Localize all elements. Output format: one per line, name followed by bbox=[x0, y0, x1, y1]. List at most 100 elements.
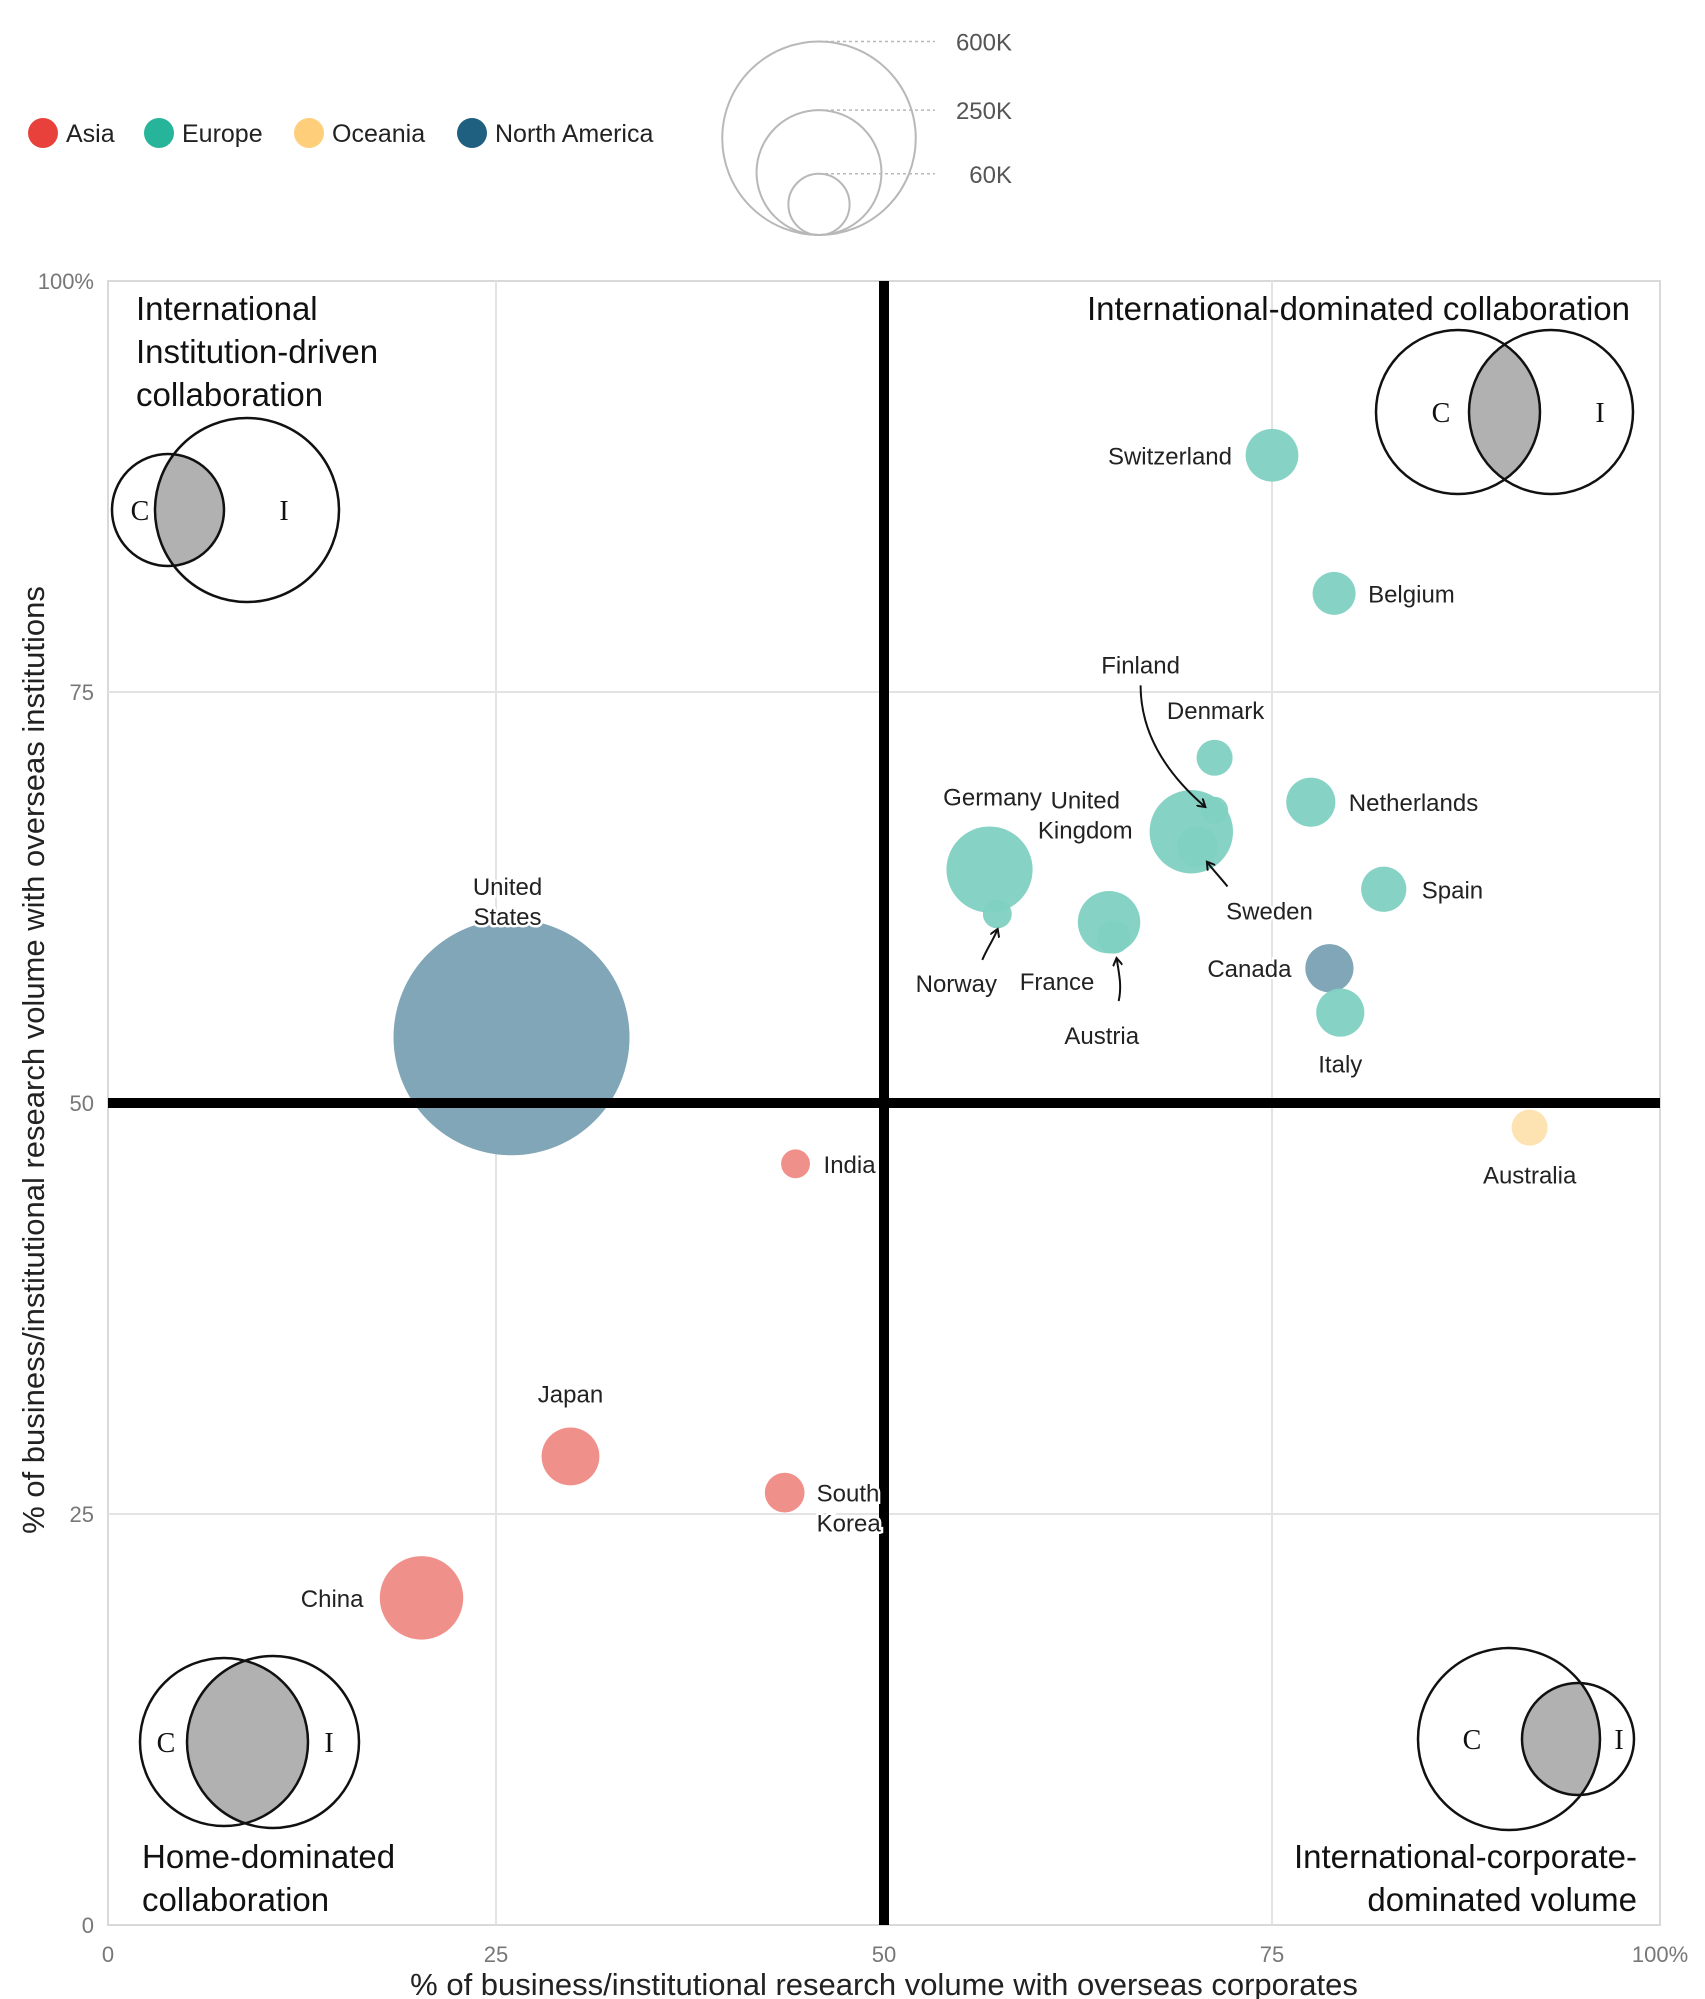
country-label-japan: Japan bbox=[535, 1379, 605, 1411]
quadrant-label: collaboration bbox=[136, 376, 323, 413]
quadrant-label: collaboration bbox=[142, 1881, 329, 1918]
venn-label-c: C bbox=[157, 1728, 176, 1759]
country-label-line: Kingdom bbox=[1038, 818, 1133, 845]
country-label-netherlands: Netherlands bbox=[1346, 788, 1480, 820]
country-label-line: China bbox=[301, 1586, 364, 1613]
leader-arrow-finland bbox=[1139, 685, 1205, 806]
bubble-germany bbox=[946, 826, 1033, 913]
legend-label: Europe bbox=[182, 120, 263, 148]
venn-circle-i bbox=[153, 416, 341, 604]
size-legend-circle bbox=[721, 40, 917, 237]
size-legend-label: 250K bbox=[956, 98, 1012, 125]
bubble-india bbox=[781, 1149, 810, 1179]
bubble-united-states bbox=[393, 919, 630, 1156]
country-label-line: Germany bbox=[943, 785, 1042, 812]
country-label-finland: Finland bbox=[1099, 650, 1183, 682]
venn-overlap bbox=[187, 1658, 308, 1826]
country-label-line: Italy bbox=[1318, 1052, 1362, 1079]
quadrant-label: Home-dominated bbox=[142, 1838, 395, 1875]
country-label-australia: Australia bbox=[1480, 1160, 1579, 1192]
legend-swatch bbox=[144, 118, 174, 148]
leader-arrow-austria bbox=[1117, 959, 1120, 1002]
country-label-belgium: Belgium bbox=[1366, 579, 1458, 611]
venn-overlap bbox=[1522, 1683, 1600, 1795]
quadrant-label: International-dominated collaboration bbox=[1087, 290, 1630, 327]
bubble-spain bbox=[1361, 866, 1407, 912]
venn-label-i: I bbox=[324, 1728, 333, 1759]
bubble-australia bbox=[1511, 1109, 1548, 1146]
quadrant-label: dominated volume bbox=[1367, 1881, 1637, 1918]
country-label-line: Sweden bbox=[1226, 899, 1313, 926]
country-label-line: South bbox=[817, 1481, 880, 1508]
reference-lines bbox=[108, 281, 1660, 1925]
country-label-india: India bbox=[821, 1149, 879, 1181]
country-label-line: States bbox=[473, 904, 541, 931]
country-label-line: France bbox=[1020, 969, 1095, 996]
legend-item: Europe bbox=[144, 118, 263, 148]
legend-label: Asia bbox=[66, 120, 115, 148]
venn-label-i: I bbox=[279, 496, 288, 527]
quadrant-bottom-left: C I Home-dominated collaboration bbox=[138, 1654, 395, 1918]
bubble-sweden bbox=[1177, 826, 1218, 867]
country-label-italy: Italy bbox=[1316, 1049, 1365, 1081]
country-label-line: Austria bbox=[1064, 1023, 1139, 1050]
country-label-line: Belgium bbox=[1368, 581, 1455, 608]
bubble-austria bbox=[1097, 920, 1131, 954]
legend-swatch bbox=[294, 118, 324, 148]
y-tick-label: 75 bbox=[70, 680, 94, 705]
country-label-line: United bbox=[1051, 788, 1120, 815]
y-tick-label: 0 bbox=[82, 1913, 94, 1938]
venn-label-i: I bbox=[1614, 1725, 1623, 1756]
country-label-line: Switzerland bbox=[1108, 443, 1232, 470]
x-axis-title: % of business/institutional research vol… bbox=[410, 1967, 1358, 1999]
legend-label: Oceania bbox=[332, 120, 425, 148]
country-label-line: Canada bbox=[1207, 956, 1292, 983]
country-label-switzerland: Switzerland bbox=[1105, 441, 1234, 473]
country-label-line: Korea bbox=[817, 1511, 882, 1538]
venn-label-c: C bbox=[1432, 398, 1451, 429]
venn-circle-c bbox=[138, 1656, 310, 1828]
country-label-line: United bbox=[473, 874, 542, 901]
country-label-line: Japan bbox=[538, 1381, 603, 1408]
x-tick-label: 25 bbox=[484, 1942, 508, 1967]
quadrant-top-right: C I International-dominated collaboration bbox=[1087, 290, 1635, 496]
x-tick-label: 100% bbox=[1632, 1942, 1688, 1967]
bubble-canada bbox=[1305, 944, 1354, 993]
country-label-line: Netherlands bbox=[1349, 790, 1478, 817]
venn-circle-i bbox=[1467, 328, 1635, 496]
x-tick-label: 75 bbox=[1260, 1942, 1284, 1967]
data-bubbles bbox=[379, 428, 1548, 1640]
legend-swatch bbox=[28, 118, 58, 148]
country-label-line: Norway bbox=[916, 971, 997, 998]
country-label-spain: Spain bbox=[1419, 875, 1485, 907]
venn-circle-c bbox=[110, 452, 226, 568]
y-tick-label: 50 bbox=[70, 1091, 94, 1116]
x-tick-label: 0 bbox=[102, 1942, 114, 1967]
size-legend-label: 60K bbox=[969, 162, 1012, 189]
venn-label-i: I bbox=[1595, 398, 1604, 429]
leader-arrow-sweden bbox=[1208, 863, 1229, 888]
country-label-line: Finland bbox=[1101, 652, 1180, 679]
bubble-norway bbox=[982, 899, 1012, 929]
venn-circle-i bbox=[185, 1654, 361, 1830]
label-arrows bbox=[981, 685, 1229, 1002]
bubble-netherlands bbox=[1286, 777, 1336, 827]
venn-label-c: C bbox=[131, 496, 150, 527]
bubble-belgium bbox=[1312, 571, 1356, 615]
venn-overlap bbox=[1469, 330, 1540, 494]
country-label-line: Spain bbox=[1422, 877, 1483, 904]
legend-item: Asia bbox=[28, 118, 115, 148]
country-label-norway: Norway bbox=[913, 968, 999, 1000]
country-label-denmark: Denmark bbox=[1164, 695, 1267, 727]
quadrant-label: International bbox=[136, 290, 318, 327]
country-label-canada: Canada bbox=[1205, 954, 1295, 986]
